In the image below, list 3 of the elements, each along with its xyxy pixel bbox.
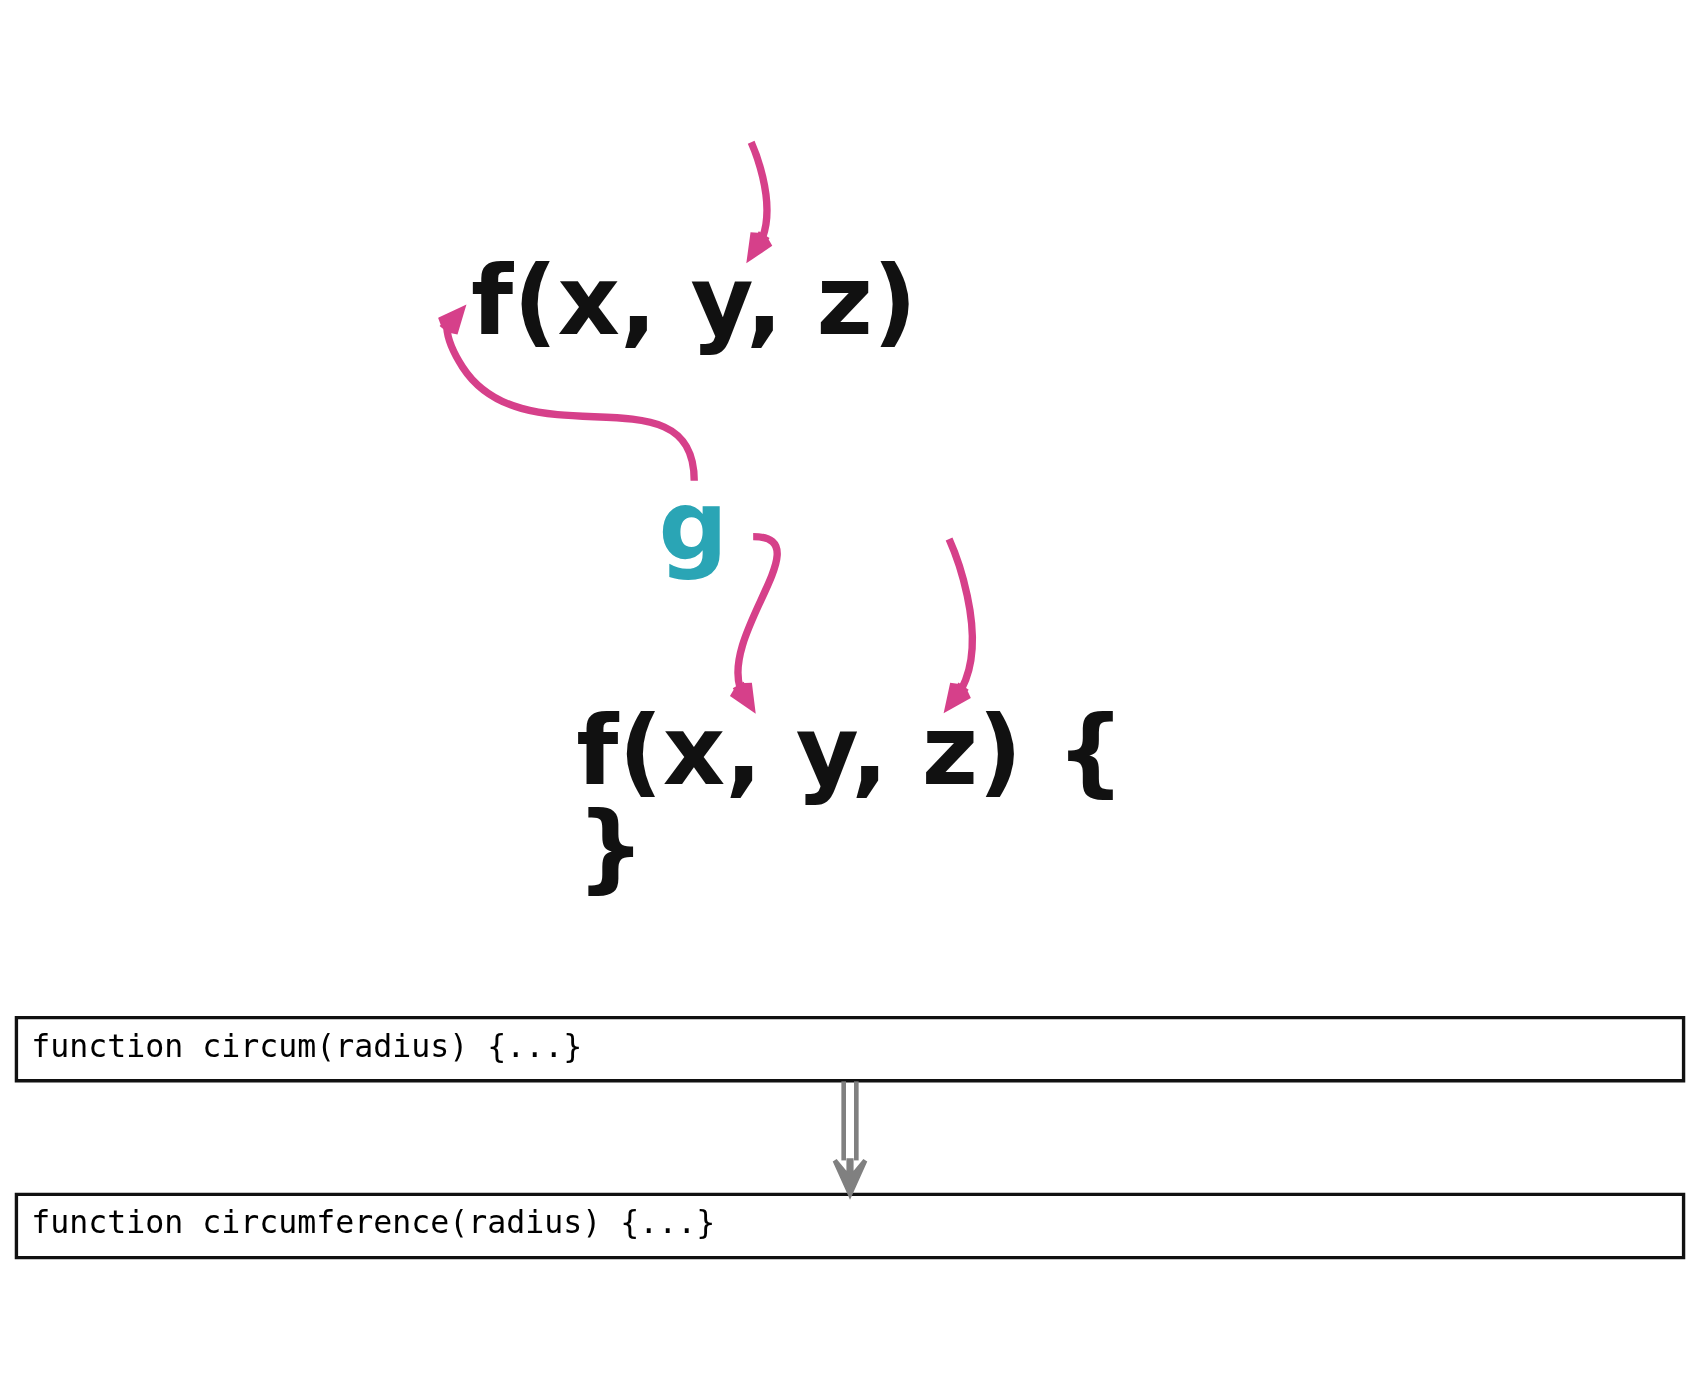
node-text: f(x, y, z) — [471, 244, 918, 358]
node-text: f(x, y, z) { } — [576, 693, 1125, 904]
node-text: g — [658, 469, 728, 583]
